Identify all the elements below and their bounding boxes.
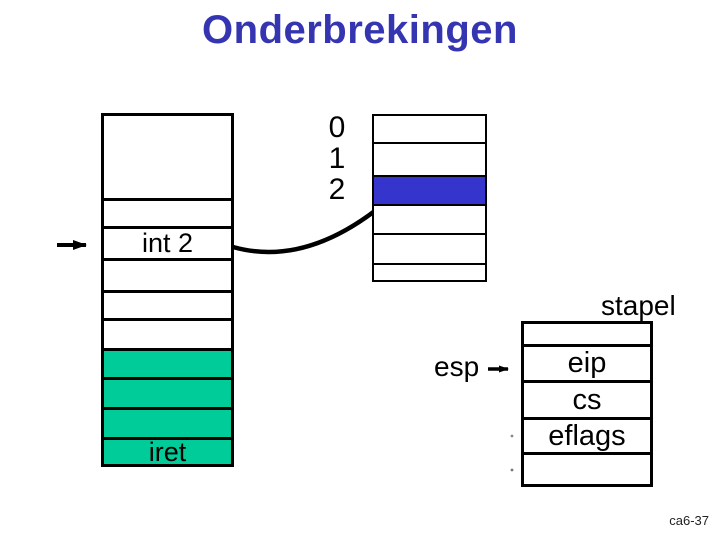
vector-table-row	[374, 175, 485, 204]
vector-table-row	[374, 233, 485, 263]
vector-lookup-arrow	[232, 195, 394, 255]
program-memory-stack: int 2 iret	[101, 113, 234, 467]
vector-table-row	[374, 142, 485, 175]
stapel-row	[524, 452, 650, 484]
program-memory-row: int 2	[104, 226, 231, 258]
stapel-row: cs	[524, 380, 650, 417]
slide-title: Onderbrekingen	[202, 8, 518, 52]
vector-index-label: 2	[328, 172, 346, 206]
vector-table-row	[374, 116, 485, 142]
program-memory-row	[104, 348, 231, 377]
program-memory-row	[104, 318, 231, 348]
vector-index-label: 1	[328, 141, 346, 175]
program-memory-row	[104, 407, 231, 437]
stapel-label: stapel	[601, 290, 676, 321]
vector-table-row	[374, 204, 485, 233]
program-memory-row	[104, 290, 231, 318]
stapel-row: eflags	[524, 417, 650, 452]
stapel-row: eip	[524, 344, 650, 380]
stapel-row	[524, 324, 650, 344]
slide-number: ca6-37	[669, 513, 709, 528]
program-memory-row: iret	[104, 436, 231, 467]
row-label: eflags	[548, 419, 626, 452]
program-memory-row	[104, 198, 231, 226]
vector-index-label: 0	[328, 111, 346, 144]
program-memory-row	[104, 258, 231, 290]
esp-label: esp	[434, 351, 480, 382]
row-label: iret	[148, 436, 187, 467]
row-label: int 2	[141, 228, 194, 258]
interrupt-vector-table	[372, 114, 487, 282]
program-memory-row	[104, 377, 231, 407]
vector-table-row	[374, 263, 485, 280]
artifact-dot	[510, 434, 514, 438]
row-label: cs	[572, 383, 602, 416]
artifact-dot	[510, 468, 514, 472]
row-label: eip	[567, 347, 607, 379]
program-memory-row	[104, 116, 231, 198]
